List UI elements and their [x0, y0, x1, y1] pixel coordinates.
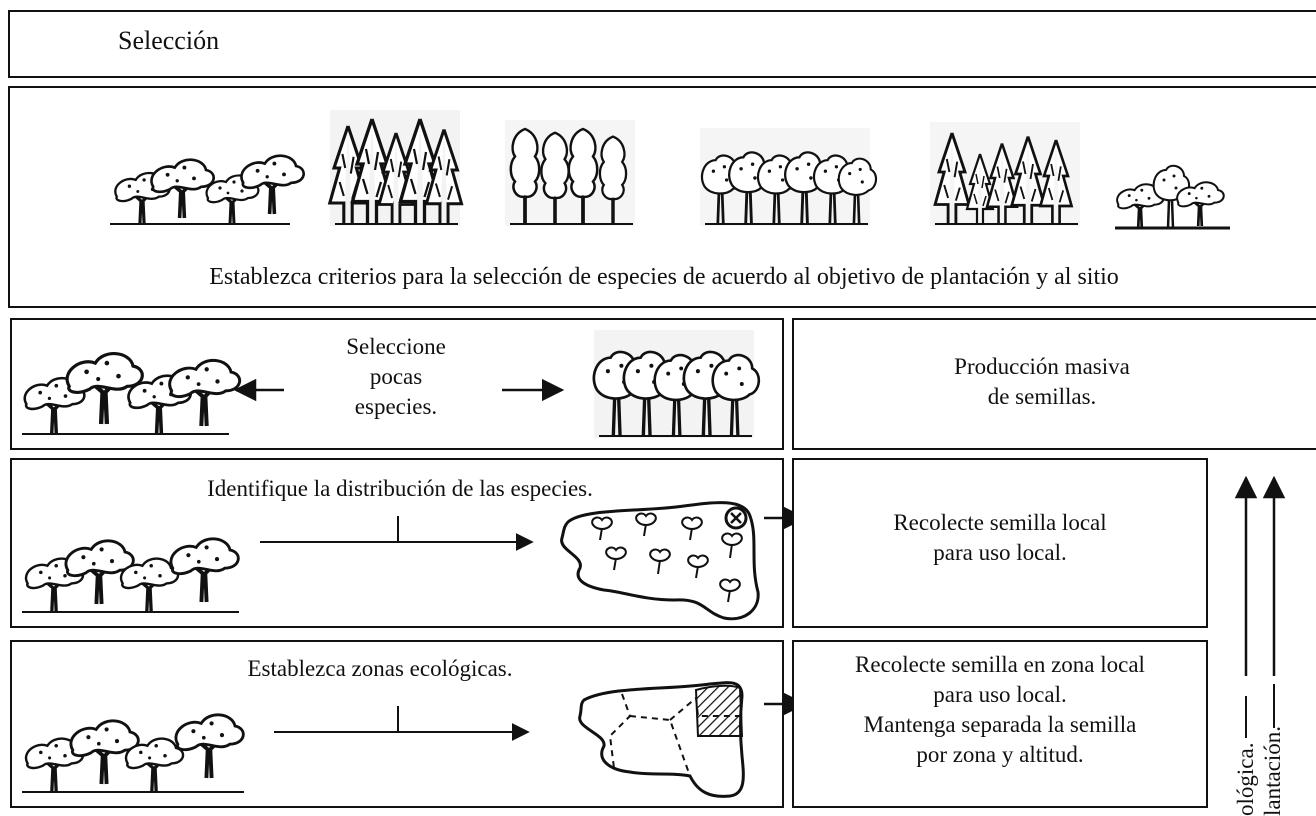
row1-right-box	[792, 318, 1316, 450]
broadleaf-forest-icon	[22, 536, 241, 614]
side-label-ecological: ológica.	[1233, 742, 1258, 816]
dense-forest-icon	[592, 330, 761, 438]
broadleaf-forest-icon	[22, 712, 246, 794]
row2-illustration	[22, 501, 807, 621]
criteria-text: Establezca criterios para la selección d…	[209, 264, 1119, 290]
row3-illustration	[22, 681, 807, 798]
small-grove-icon	[1115, 164, 1230, 230]
row2-left-text: Identifique la distribución de las espec…	[207, 476, 593, 501]
title-box	[8, 10, 1316, 78]
conifer-forest-icon	[328, 110, 464, 226]
row3-left-text: Establezca zonas ecológicas.	[247, 656, 513, 681]
ecozone-map-icon	[578, 681, 745, 798]
distribution-map-icon	[560, 501, 760, 621]
row1-right-line: Producción masiva	[954, 354, 1130, 379]
side-label-plantation: lantación.	[1260, 725, 1285, 816]
dense-forest-icon	[700, 128, 878, 226]
row1-center-line: especies.	[354, 394, 438, 419]
broadleaf-forest-icon	[110, 153, 306, 226]
row2-right-line: Recolecte semilla local	[893, 510, 1107, 535]
row2-right-text: Recolecte semilla local para uso local.	[800, 508, 1200, 568]
row1-center-line: pocas	[369, 364, 423, 389]
row3-right-line: Recolecte semilla en zona local	[855, 652, 1145, 677]
row2-right-line: para uso local.	[933, 540, 1067, 565]
row3-right-line: por zona y altitud.	[916, 742, 1084, 767]
row1-right-text: Producción masiva de semillas.	[872, 352, 1212, 412]
row3-right-line: Mantenga separada la semilla	[863, 712, 1137, 737]
row3-right-text: Recolecte semilla en zona local para uso…	[800, 650, 1200, 770]
row1-right-line: de semillas.	[987, 384, 1097, 409]
page-title: Selección	[118, 26, 220, 55]
row3-right-line: para uso local.	[933, 682, 1067, 707]
row1-center-line: Seleccione	[346, 334, 446, 359]
forest-illustrations	[110, 110, 1230, 230]
row3-right-box	[792, 640, 1208, 808]
row1-center-text: Seleccione pocas especies.	[316, 332, 476, 422]
poplar-forest-icon	[505, 120, 635, 226]
mixed-forest-icon	[930, 122, 1080, 226]
vertical-arrows	[1234, 475, 1286, 738]
broadleaf-forest-icon	[22, 354, 240, 436]
row2-right-box	[792, 458, 1208, 628]
row1-illustration	[22, 330, 761, 438]
